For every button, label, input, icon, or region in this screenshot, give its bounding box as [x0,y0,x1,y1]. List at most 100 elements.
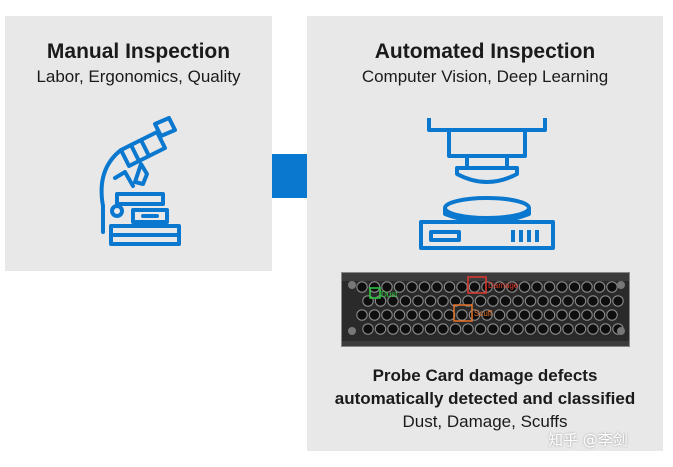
probe-pad [487,323,499,335]
probe-pad [412,295,424,307]
probe-pad [368,281,381,293]
manual-inspection-panel: Manual Inspection Labor, Ergonomics, Qua… [5,16,272,271]
probe-pad [531,281,543,293]
probe-pad [468,281,481,293]
damage-label: Damage [488,281,519,290]
probe-pad [362,323,374,335]
probe-pad [493,281,506,293]
probe-pad [387,323,399,335]
probe-pad [593,281,606,293]
probe-pad [474,323,487,335]
probe-pad [443,281,456,293]
probe-pad [424,323,437,335]
probe-pad [499,323,512,335]
probe-pad [374,323,387,335]
scuff-label: Scuff [474,309,493,318]
probe-pad [593,309,606,321]
probe-pad [543,309,556,321]
probe-pad [387,295,399,307]
probe-pad [549,323,562,335]
probe-pad [562,323,574,335]
probe-pad [406,281,418,293]
inspection-machine-icon [417,114,557,250]
probe-pad [431,281,443,293]
damage-defect-box [467,276,487,294]
manual-inspection-title: Manual Inspection [46,40,231,63]
probe-pad [406,309,418,321]
probe-pad [399,295,412,307]
probe-pad [499,295,512,307]
probe-pad [512,295,524,307]
automated-inspection-panel: Automated Inspection Computer Vision, De… [307,16,663,451]
probe-pad [562,295,574,307]
probe-pad [574,323,587,335]
probe-pad [481,281,493,293]
probe-pad [393,281,406,293]
probe-pad [556,309,568,321]
probe-pad [524,295,537,307]
probe-pad [424,295,437,307]
probe-pad [493,309,506,321]
probe-pad [368,309,381,321]
probe-pad [581,309,593,321]
probe-pad [456,281,468,293]
probe-pad [412,323,424,335]
probe-pad [381,281,393,293]
probe-pad [418,281,431,293]
probe-pad [462,295,474,307]
watermark: 知乎 @李剑 [548,431,628,449]
automated-inspection-subtitle: Computer Vision, Deep Learning [361,67,609,86]
dust-defect-box [369,287,381,299]
probe-pad [581,281,593,293]
probe-pad [512,323,524,335]
probe-pad [518,281,531,293]
scuff-defect-box [453,304,473,322]
probe-pad [574,295,587,307]
probe-pad [599,323,612,335]
probe-pad [568,309,581,321]
probe-pad [462,323,474,335]
probe-pad [599,295,612,307]
probe-pad [606,281,618,293]
probe-pad [506,309,518,321]
probe-pad [437,323,449,335]
caption-line-3: Dust, Damage, Scuffs [402,412,568,431]
probe-pad [356,281,368,293]
probe-pad [481,309,493,321]
probe-pad [537,323,549,335]
probe-pad [518,309,531,321]
probe-pad [556,281,568,293]
probe-pad [381,309,393,321]
probe-pad [612,295,624,307]
probe-pad [449,295,462,307]
probe-pad [587,323,599,335]
probe-pad [456,309,468,321]
probe-pad [474,295,487,307]
dust-label: Dust [381,290,398,299]
probe-pad [543,281,556,293]
manual-inspection-subtitle: Labor, Ergonomics, Quality [36,67,241,86]
probe-pad [449,323,462,335]
caption-line-1: Probe Card damage defects [372,366,598,385]
probe-pad [487,295,499,307]
probe-pad [437,295,449,307]
microscope-icon [93,114,189,250]
probe-pad [393,309,406,321]
probe-pad [431,309,443,321]
probe-pad [356,309,368,321]
probe-pad [531,309,543,321]
probe-pad [568,281,581,293]
probe-pad [524,323,537,335]
probe-pad [443,309,456,321]
probe-pad-grid [356,281,624,335]
probe-pad [418,309,431,321]
probe-pad [399,323,412,335]
probe-pad [606,309,618,321]
probe-pad [587,295,599,307]
caption-line-2: automatically detected and classified [334,389,636,408]
probe-card-image: Dust Damage Scuff [341,272,630,347]
probe-pad [506,281,518,293]
probe-pad [537,295,549,307]
probe-pad [549,295,562,307]
automated-inspection-title: Automated Inspection [374,40,596,63]
